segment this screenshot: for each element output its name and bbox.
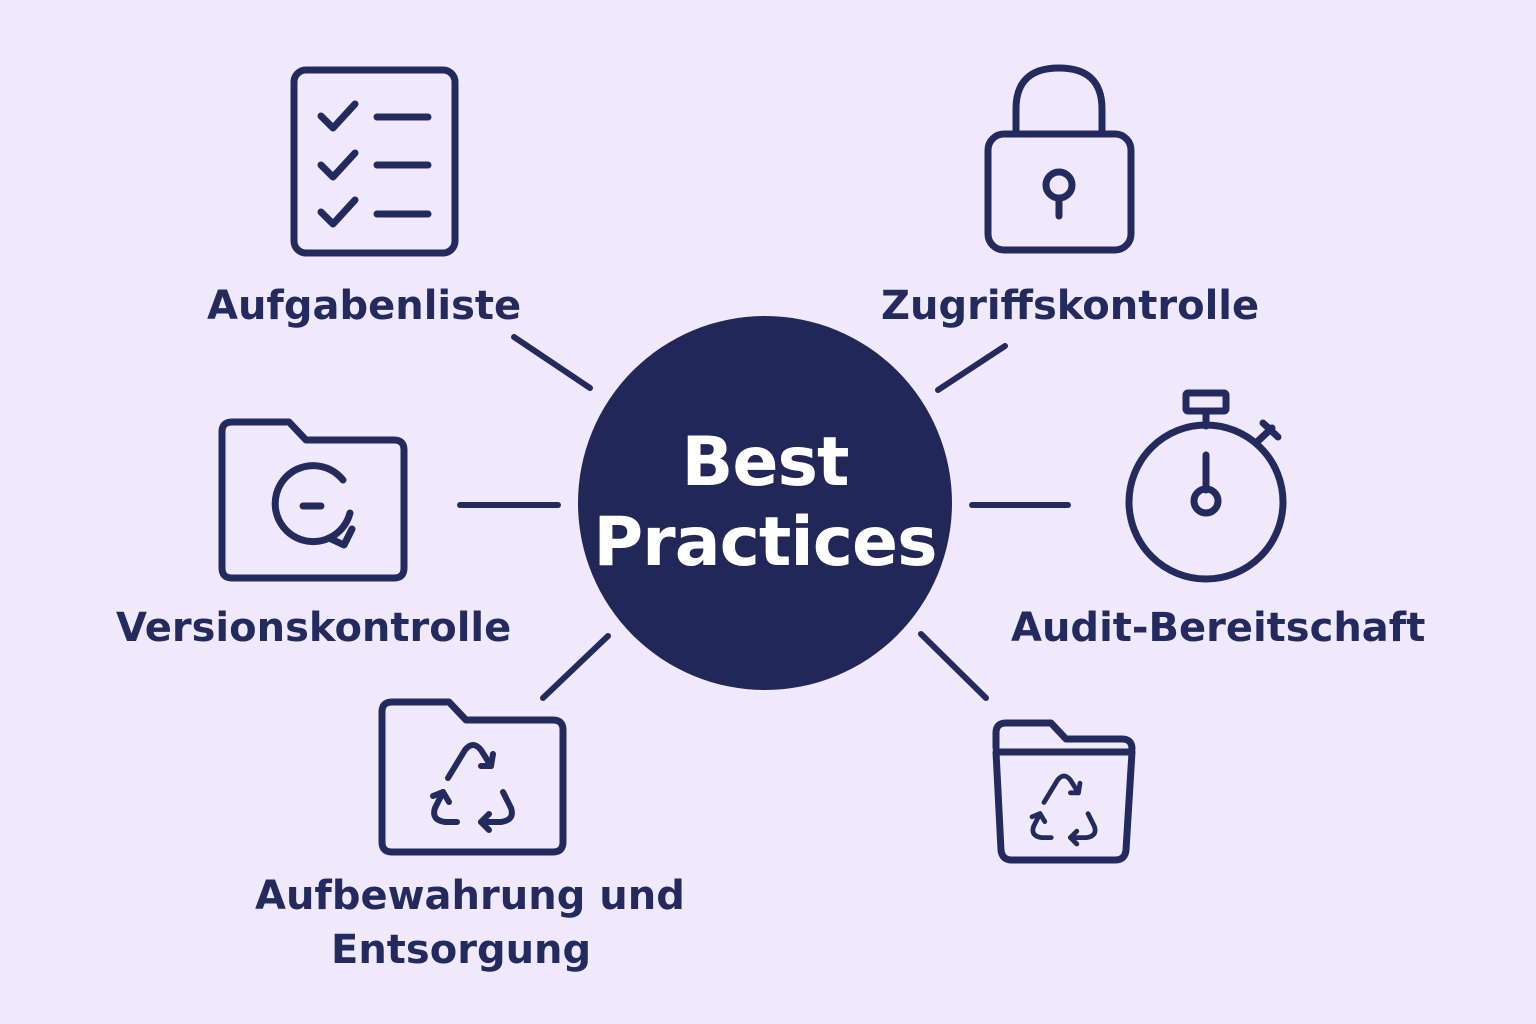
folder-sync-icon [218,418,408,582]
label-retention-disposal-line1: Aufbewahrung und [255,873,685,919]
label-access-control: Zugriffskontrolle [881,283,1260,329]
center-hub: Best Practices [578,316,952,690]
stopwatch-icon [1125,389,1287,583]
connector-access-control [935,343,1008,393]
center-title: Best Practices [593,423,937,583]
label-audit-readiness: Audit-Bereitschaft [1011,605,1426,651]
center-title-line2: Practices [593,503,937,582]
archive-recycle-icon [992,719,1136,864]
label-task-list: Aufgabenliste [207,283,522,329]
checklist-icon [290,66,459,257]
connector-retention-disposal [540,633,611,701]
folder-recycle-icon [378,698,567,856]
padlock-icon [984,64,1135,254]
center-title-line1: Best [681,423,850,502]
connector-task-list [511,334,593,391]
label-retention-disposal-line2: Entsorgung [331,927,592,973]
label-version-control: Versionskontrolle [116,605,512,651]
connector-archive-recycle [918,631,989,701]
